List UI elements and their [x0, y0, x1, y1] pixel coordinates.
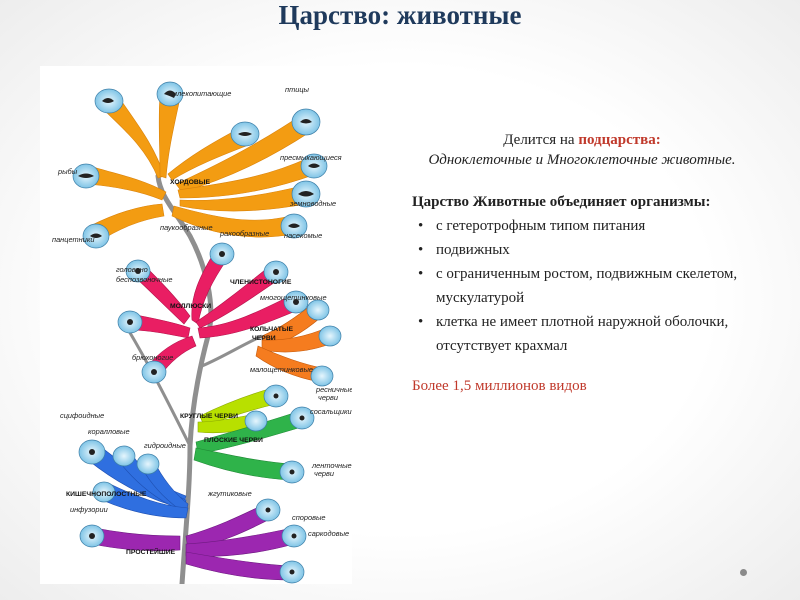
subkingdoms-paragraph: Делится на подцарства: Одноклеточные и М…	[412, 130, 752, 170]
slide-title: Царство: животные	[278, 0, 522, 30]
label-infusoria: инфузории	[70, 505, 108, 514]
label-molluscs: МОЛЛЮСКИ	[170, 303, 211, 310]
label-cnidarians: КИШЕЧНОПОЛОСТНЫЕ	[66, 491, 147, 498]
annelids-branches	[255, 303, 331, 383]
label-annelids-1: КОЛЬЧАТЫЕ	[250, 326, 294, 333]
trunk-branch-right	[201, 334, 263, 368]
label-reptiles: пресмыкающиеся	[280, 153, 342, 162]
feature-text: с гетеротрофным типом питания	[436, 218, 646, 234]
subkingdoms-highlight: подцарства:	[578, 132, 661, 148]
label-protozoa: ПРОСТЕЙШИЕ	[126, 547, 176, 556]
label-oligochaetes: малощетинковые	[250, 365, 313, 374]
label-gastropods: брюхоногие	[132, 353, 173, 362]
animal-phylogenetic-tree: млекопитающие птицы рыбы пресмыкающиеся …	[40, 66, 352, 584]
label-amphibians: земноводные	[289, 199, 336, 208]
bullet-icon: •	[418, 242, 424, 258]
tree-svg: млекопитающие птицы рыбы пресмыкающиеся …	[52, 81, 352, 584]
label-cephalopods-1: головоно	[116, 265, 148, 274]
feature-item: • с гетеротрофным типом питания	[412, 214, 772, 238]
trunk-branch-left	[124, 325, 192, 447]
bullet-icon: •	[418, 218, 424, 234]
features-list: • с гетеротрофным типом питания • подвижны…	[412, 214, 772, 358]
label-crustaceans: ракообразные	[219, 229, 269, 238]
label-fish: рыбы	[57, 167, 78, 176]
label-hydroids: гидроидные	[144, 441, 186, 450]
info-text-block: Делится на подцарства: Одноклеточные и М…	[412, 130, 772, 395]
label-flatworms: ПЛОСКИЕ ЧЕРВИ	[204, 437, 263, 444]
label-cephalopods-2: беспозвоночные	[116, 275, 173, 284]
chordates-branches	[85, 95, 317, 243]
label-ciliated-1: ресничные	[315, 385, 352, 394]
unites-heading: Царство Животные объединяет организмы:	[412, 194, 711, 210]
label-mammals: млекопитающие	[172, 89, 231, 98]
feature-text: клетка не имеет плотной наружной оболочк…	[436, 314, 729, 354]
feature-text: подвижных	[436, 242, 510, 258]
label-armored: панцетники	[52, 235, 94, 244]
feature-item: • с ограниченным ростом, подвижным скелет…	[412, 262, 772, 310]
label-tapeworms-2: черви	[314, 469, 334, 478]
label-corals: коралловые	[88, 427, 130, 436]
label-roundworms: КРУГЛЫЕ ЧЕРВИ	[180, 413, 238, 420]
label-tapeworms-1: ленточные	[311, 461, 352, 470]
label-ciliated-2: черви	[318, 393, 338, 402]
label-sporozoa: споровые	[292, 513, 326, 522]
label-chordates: ХОРДОВЫЕ	[170, 179, 210, 186]
label-annelids-2: ЧЕРВИ	[252, 335, 276, 342]
label-arachnids: паукообразные	[160, 223, 213, 232]
label-polychaetes: многощетинковые	[260, 293, 327, 302]
subkingdoms-list: Одноклеточные и Многоклеточные животные.	[428, 152, 736, 168]
feature-item: • клетка не имеет плотной наружной оболоч…	[412, 310, 772, 358]
tree-trunk	[155, 173, 214, 584]
feature-item: • подвижных	[412, 238, 772, 262]
bullet-icon: •	[418, 266, 424, 282]
protozoa-branches	[91, 503, 295, 581]
bullet-icon: •	[418, 314, 424, 330]
label-birds: птицы	[285, 85, 310, 94]
label-scyphoids: сцифоидные	[60, 411, 104, 420]
slide-corner-dot-icon	[740, 569, 747, 576]
label-sarcodina: саркодовые	[308, 529, 349, 538]
label-flukes: сосальщики	[310, 407, 352, 416]
label-arthropods: ЧЛЕНИСТОНОГИЕ	[230, 279, 292, 286]
cnidarians-branches	[87, 445, 189, 519]
label-flagellates: жгутиковые	[207, 489, 252, 498]
label-insects: насекомые	[284, 231, 322, 240]
intro-prefix: Делится на	[503, 132, 579, 148]
species-count: Более 1,5 миллионов видов	[412, 378, 587, 394]
feature-text: с ограниченным ростом, подвижным скелето…	[436, 266, 738, 306]
animal-silhouettes	[78, 90, 320, 575]
